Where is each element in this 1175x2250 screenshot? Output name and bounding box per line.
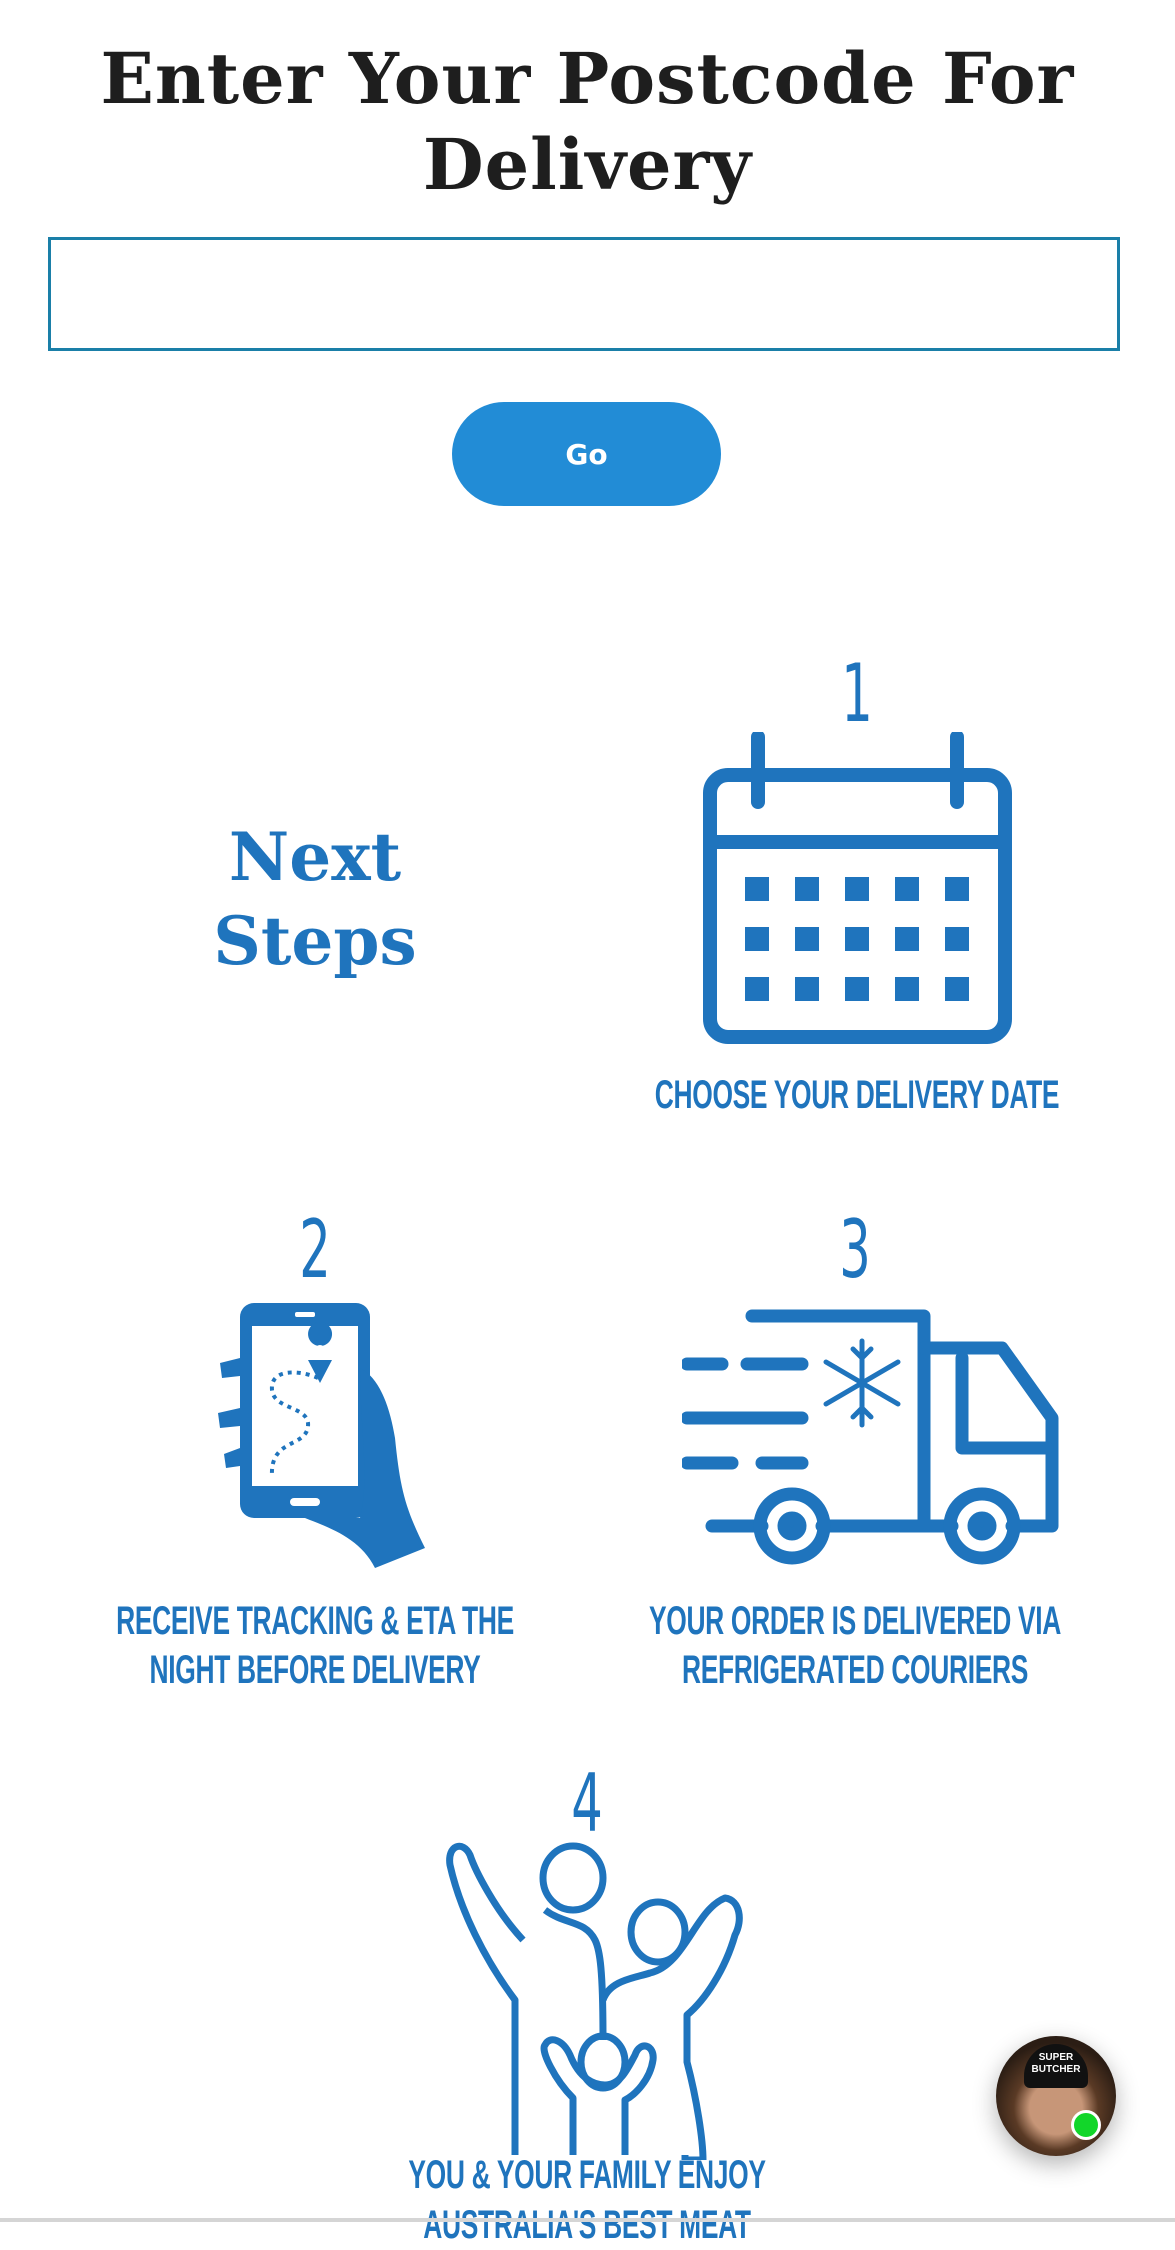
postcode-input[interactable] — [48, 237, 1120, 351]
chat-avatar-button[interactable]: SUPER BUTCHER — [996, 2036, 1116, 2156]
next-steps-heading: Next Steps — [213, 818, 417, 980]
family-icon — [446, 1842, 743, 2160]
step-3-caption-line1: YOUR ORDER IS DELIVERED VIA — [648, 1599, 1062, 1643]
step-4-caption-line2: AUSTRALIA'S BEST MEAT — [423, 2203, 751, 2247]
step-4-caption-line1: YOU & YOUR FAMILY ENJOY — [408, 2153, 766, 2197]
step-2-caption-line1: RECEIVE TRACKING & ETA THE — [116, 1599, 514, 1643]
online-status-indicator — [1071, 2110, 1101, 2140]
refrigerated-truck-icon — [682, 1309, 1059, 1565]
step-2-number: 2 — [299, 1203, 331, 1296]
step-1-number: 1 — [841, 647, 873, 740]
step-3-number: 3 — [839, 1203, 871, 1296]
step-3-caption-line2: REFRIGERATED COURIERS — [681, 1648, 1029, 1692]
step-4-number: 4 — [571, 1757, 603, 1850]
step-2-caption-line2: NIGHT BEFORE DELIVERY — [149, 1648, 481, 1692]
calendar-icon — [703, 732, 1012, 1044]
bottom-divider — [0, 2218, 1175, 2222]
go-button[interactable]: Go — [452, 402, 721, 506]
avatar-hat-logo: SUPER BUTCHER — [1024, 2044, 1088, 2088]
step-1-caption: CHOOSE YOUR DELIVERY DATE — [654, 1073, 1060, 1117]
phone-tracking-icon — [218, 1303, 425, 1568]
page-title: Enter Your Postcode For Delivery — [100, 37, 1075, 206]
